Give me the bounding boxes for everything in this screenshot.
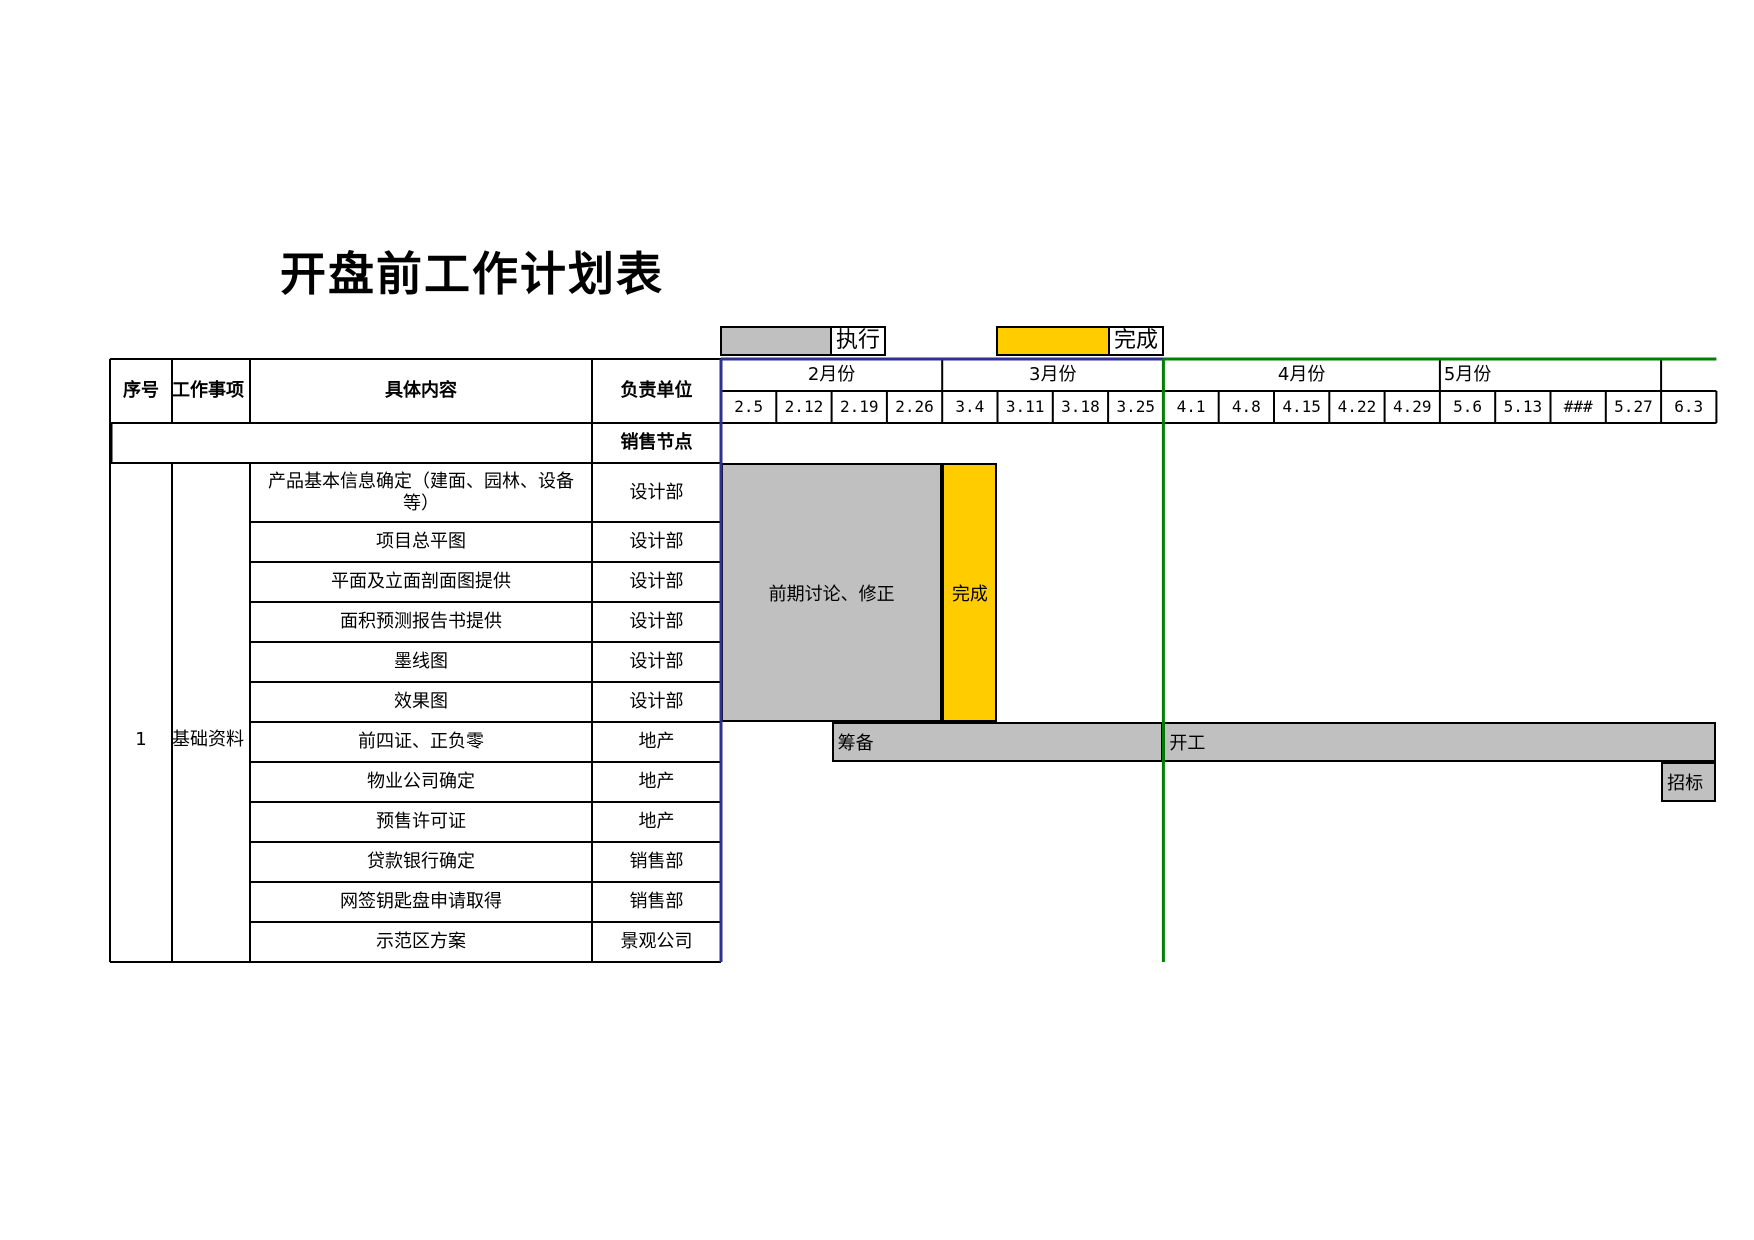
row-content: 项目总平图 <box>376 531 466 552</box>
legend-exec-swatch <box>720 326 830 356</box>
row-content: 预售许可证 <box>376 811 466 832</box>
row-content: 贷款银行确定 <box>367 851 475 872</box>
week-header: 5.13 <box>1503 397 1543 416</box>
page-title: 开盘前工作计划表 <box>280 247 664 301</box>
legend-exec-label: 执行 <box>830 326 886 356</box>
week-header: 3.4 <box>955 397 985 416</box>
week-header: 2.26 <box>895 397 934 416</box>
bar-discuss-label: 前期讨论、修正 <box>768 583 895 605</box>
week-header: 4.22 <box>1337 397 1377 416</box>
legend-done-label: 完成 <box>1108 326 1164 356</box>
row-content: 物业公司确定 <box>367 771 475 792</box>
row-unit: 设计部 <box>629 571 684 592</box>
row-unit: 地产 <box>638 811 675 832</box>
week-header: 5.27 <box>1614 397 1653 416</box>
week-header: 4.8 <box>1231 397 1261 416</box>
bar-prep: 筹备 <box>831 722 1164 762</box>
row-content: 前四证、正负零 <box>358 731 484 752</box>
week-header: 4.15 <box>1282 397 1321 416</box>
week-header: 5.6 <box>1453 397 1482 416</box>
bar-tender-label: 招标 <box>1667 773 1704 794</box>
group-seq: 1 <box>135 729 147 750</box>
week-header: 3.11 <box>1005 397 1045 416</box>
bar-done: 完成 <box>942 463 998 722</box>
row-unit: 销售部 <box>629 851 684 872</box>
row-unit: 设计部 <box>629 531 684 552</box>
bar-start-label: 开工 <box>1169 733 1206 754</box>
group-name: 基础资料 <box>172 729 244 750</box>
legend-done-swatch <box>996 326 1108 356</box>
header-item: 工作事项 <box>172 380 244 401</box>
bar-tender: 招标 <box>1661 762 1717 802</box>
week-header: 3.25 <box>1116 397 1155 416</box>
month-header: 5月份 <box>1443 364 1492 385</box>
row-unit: 销售部 <box>629 891 684 912</box>
header-content: 具体内容 <box>385 380 457 401</box>
week-header: 3.18 <box>1061 397 1100 416</box>
row-unit: 设计部 <box>629 481 684 503</box>
row-content: 墨线图 <box>394 651 448 672</box>
row-content: 示范区方案 <box>376 931 466 952</box>
row-unit: 地产 <box>638 731 675 752</box>
month-header: 2月份 <box>807 364 856 385</box>
week-header: 2.19 <box>839 397 879 416</box>
week-header: 4.1 <box>1176 397 1206 416</box>
bar-done-label: 完成 <box>951 583 988 605</box>
week-header: 2.5 <box>734 397 764 416</box>
header-unit: 负责单位 <box>620 380 693 401</box>
row-unit: 设计部 <box>629 651 684 672</box>
row-content: 网签钥匙盘申请取得 <box>340 891 502 912</box>
row-content: 面积预测报告书提供 <box>340 611 502 632</box>
section-label: 销售节点 <box>620 432 693 453</box>
week-header: 4.29 <box>1392 397 1432 416</box>
row-unit: 设计部 <box>629 611 684 632</box>
bar-prep-label: 筹备 <box>837 733 874 754</box>
header-seq: 序号 <box>123 380 159 401</box>
month-header: 3月份 <box>1029 364 1077 385</box>
bar-start: 开工 <box>1163 722 1717 762</box>
row-unit: 设计部 <box>629 691 684 712</box>
row-content: 平面及立面剖面图提供 <box>331 571 511 592</box>
week-header: 6.3 <box>1674 397 1704 416</box>
month-header: 4月份 <box>1277 364 1326 385</box>
row-unit: 地产 <box>638 771 675 792</box>
row-content: 效果图 <box>394 691 448 712</box>
bar-discuss: 前期讨论、修正 <box>721 463 943 722</box>
week-header: ### <box>1563 397 1593 416</box>
week-header: 2.12 <box>784 397 824 416</box>
row-content: 产品基本信息确定（建面、园林、设备等） <box>268 470 574 514</box>
row-unit: 景观公司 <box>620 931 693 952</box>
